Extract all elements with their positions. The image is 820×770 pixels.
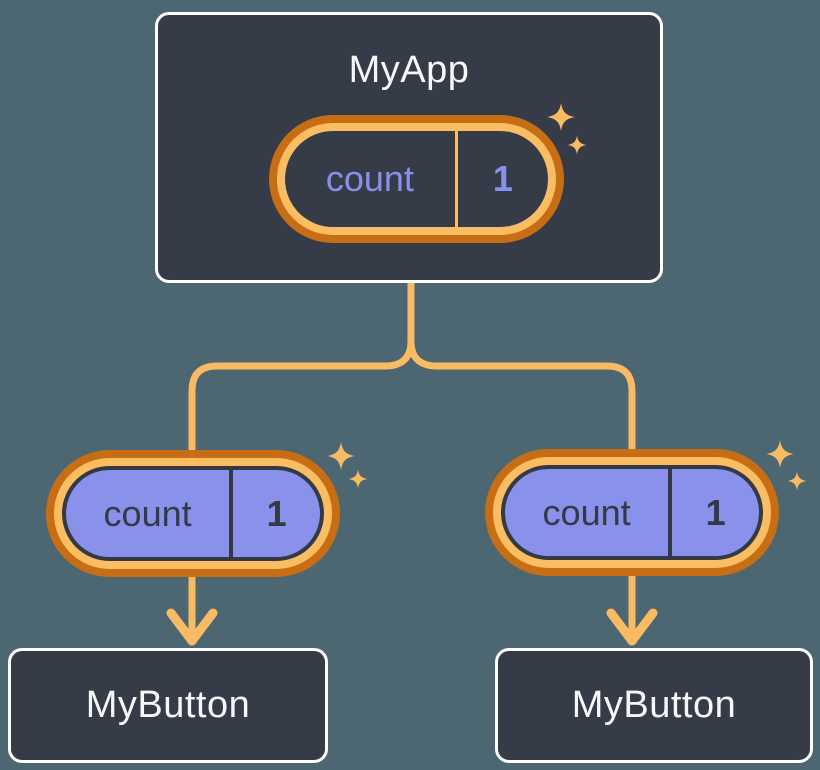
mybutton-left-component-box: MyButton (8, 648, 328, 763)
prop-pill-left-inner-ring: count 1 (54, 458, 332, 569)
component-title: MyButton (571, 684, 737, 726)
sparkle-icon (348, 469, 368, 489)
connector-right-branch (407, 280, 636, 634)
state-pill: count 1 (269, 115, 564, 243)
prop-pill-right: count 1 (485, 449, 779, 576)
prop-name-label: count (103, 492, 192, 534)
sparkle-icon (327, 442, 355, 470)
prop-pill-left: count 1 (46, 450, 340, 577)
pill-divider (668, 469, 673, 556)
state-name-label: count (325, 158, 414, 199)
component-title: MyApp (348, 49, 470, 91)
pill-divider (229, 470, 234, 557)
mybutton-right-component-box: MyButton (495, 648, 813, 763)
pill-divider (454, 131, 458, 227)
prop-value-label: 1 (266, 492, 287, 534)
prop-value-label: 1 (705, 491, 726, 533)
sparkle-icon (787, 471, 807, 491)
sparkle-icon (547, 103, 575, 131)
prop-pill-right-inner-ring: count 1 (493, 457, 771, 568)
left-arrowhead-icon (166, 608, 218, 646)
sparkle-icon (766, 440, 794, 468)
prop-name-label: count (542, 491, 631, 533)
sparkle-icon (567, 135, 587, 155)
right-arrowhead-icon (606, 608, 658, 646)
state-pill-inner-ring: count 1 (277, 123, 556, 235)
myapp-component-box: MyApp count 1 (155, 12, 663, 283)
component-title: MyButton (85, 684, 251, 726)
state-value-label: 1 (492, 158, 513, 199)
